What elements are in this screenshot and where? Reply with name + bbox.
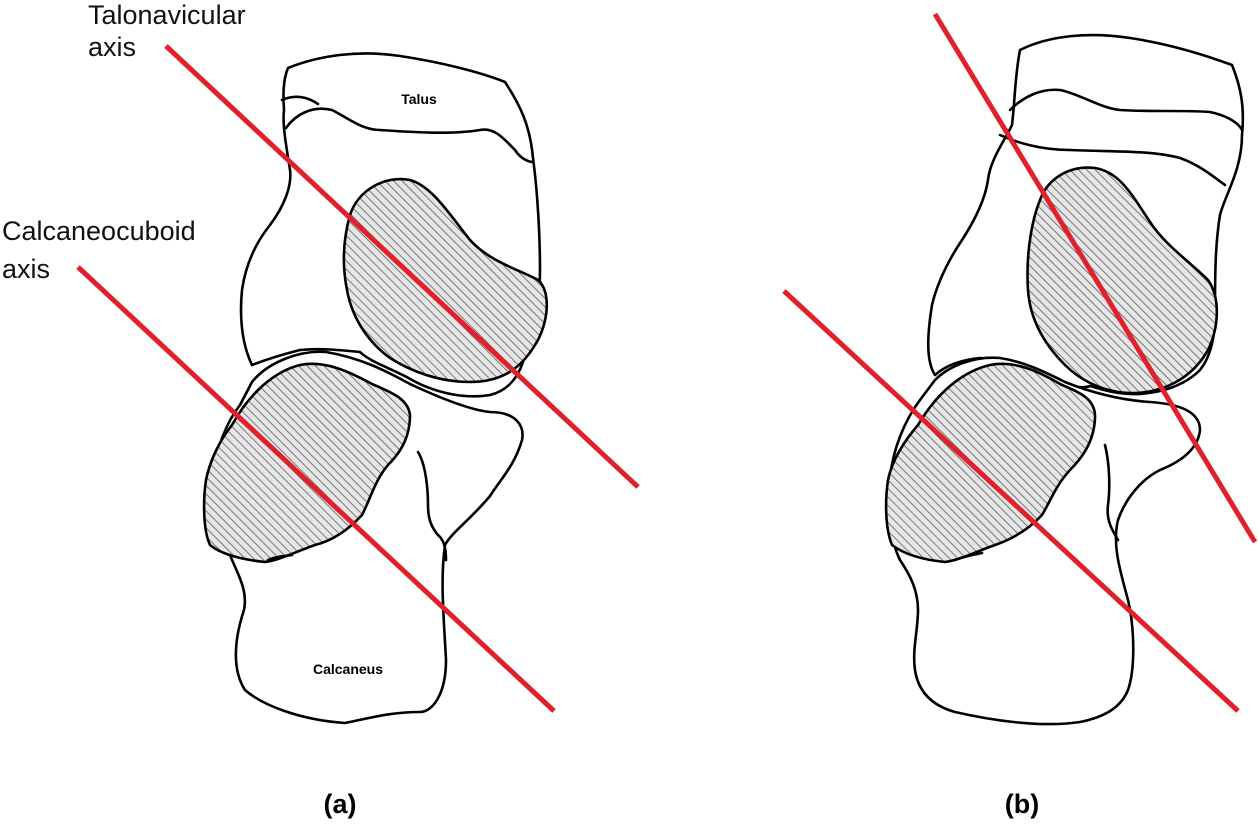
calcaneocuboid-label-line2: axis: [2, 254, 50, 284]
talonavicular-label-line2: axis: [88, 32, 136, 62]
talonavicular-label-line1: Talonavicular: [88, 0, 246, 30]
talonavicular-facet-a: [342, 177, 549, 384]
calcaneus-contour-a: [416, 450, 448, 562]
calcaneocuboid-facet-gap-a: [266, 553, 294, 562]
calcaneocuboid-facet-b: [884, 362, 1097, 564]
talonavicular-axis-line-a: [164, 44, 640, 489]
panel-b: (b): [782, 12, 1258, 819]
calcaneus-contour-b: [1103, 443, 1120, 542]
calcaneocuboid-axis-line-a: [76, 265, 556, 713]
calcaneocuboid-facet-gap-b: [953, 551, 984, 562]
talus-label: Talus: [401, 91, 437, 107]
panel-a: Talonavicular axis Calcaneocuboid axis T…: [2, 0, 640, 819]
talus-neck-line-a: [284, 107, 535, 164]
talus-neck-line-b1: [1008, 88, 1244, 132]
calcaneocuboid-axis-line-b: [782, 289, 1240, 713]
panel-b-label: (b): [1005, 789, 1039, 819]
talonavicular-facet-b: [1026, 166, 1219, 395]
talonavicular-axis-line-b: [932, 12, 1258, 544]
talus-neck-line-b: [280, 95, 320, 106]
calcaneus-label: Calcaneus: [313, 661, 383, 677]
calcaneocuboid-facet-a: [202, 362, 412, 564]
calcaneocuboid-label-line1: Calcaneocuboid: [2, 216, 196, 246]
talus-neck-line-b2: [998, 133, 1227, 187]
panel-a-label: (a): [324, 789, 357, 819]
